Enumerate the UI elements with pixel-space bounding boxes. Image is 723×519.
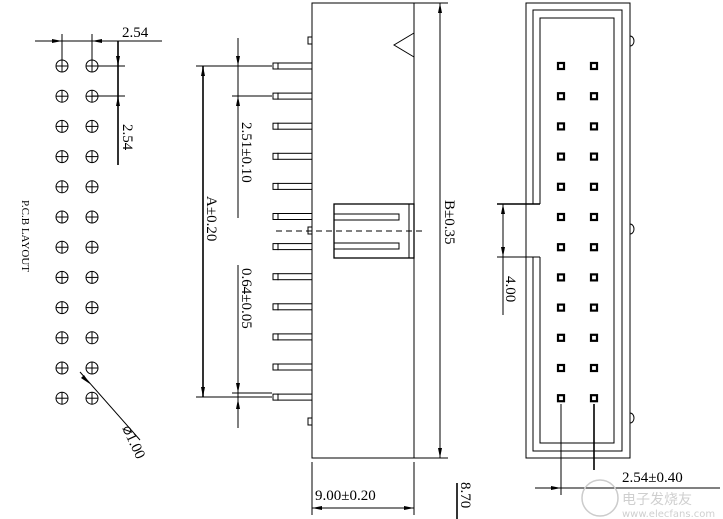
- top-pin: [556, 122, 566, 131]
- top-pin: [556, 61, 566, 71]
- top-pin: [589, 212, 599, 222]
- top-pin: [556, 92, 566, 101]
- pcb-hole: [85, 180, 99, 194]
- pin-width-label: 0.64±0.05: [238, 268, 254, 329]
- latch-bar: [333, 213, 400, 221]
- pcb-pitch-h-label: 2.54: [122, 25, 149, 41]
- pcb-pitch-v-label: 2.54: [119, 124, 135, 151]
- top-pin-pitch-label: 2.54±0.40: [622, 470, 683, 486]
- svg-text:电子发烧友: 电子发烧友: [622, 492, 692, 508]
- pin-length-label: 8.70: [457, 482, 473, 508]
- diameter-leader: [79, 371, 141, 441]
- pcb-hole: [55, 59, 69, 73]
- pcb-hole: [85, 210, 99, 224]
- body-tab: [307, 36, 313, 45]
- dim-arrows: [52, 3, 561, 510]
- side-pin: [272, 182, 313, 190]
- body-bump: [629, 35, 635, 47]
- pcb-hole: [85, 361, 99, 375]
- connector-body-top: [525, 2, 631, 459]
- pcb-hole: [55, 361, 69, 375]
- side-pin: [272, 62, 313, 70]
- top-pin: [589, 243, 599, 252]
- top-pin: [589, 303, 599, 312]
- pcb-hole: [55, 89, 69, 103]
- side-pin: [272, 273, 313, 281]
- top-pin: [589, 333, 599, 342]
- pcb-hole: [85, 331, 99, 345]
- top-pin: [589, 152, 599, 161]
- shroud-wall: [532, 9, 623, 452]
- latch-bar: [333, 242, 400, 250]
- side-pin: [272, 213, 313, 220]
- pcb-hole: [55, 301, 69, 315]
- top-pin: [556, 273, 566, 282]
- body-bump: [629, 223, 635, 235]
- watermark: 电子发烧友 www.elecfans.com: [581, 479, 715, 519]
- top-pins: [556, 61, 599, 403]
- body-length-label: B±0.35: [441, 200, 457, 245]
- key-width-label: 4.00: [502, 276, 518, 302]
- hole-diameter-label: ⌀1.00: [118, 423, 147, 462]
- top-pin: [556, 182, 566, 191]
- body-tab: [307, 226, 313, 235]
- pcb-layout-label: P.C.B LAYOUT: [19, 200, 31, 272]
- body-tab: [307, 417, 313, 426]
- pcb-hole: [55, 391, 69, 405]
- top-pin: [556, 303, 566, 312]
- pcb-hole: [85, 270, 99, 284]
- side-pin: [272, 393, 313, 401]
- pcb-hole: [85, 391, 99, 405]
- body-height-label: 9.00±0.20: [315, 488, 376, 504]
- top-pin: [589, 394, 599, 403]
- side-pin: [272, 152, 313, 160]
- top-pin: [589, 122, 599, 131]
- top-pin: [589, 363, 599, 373]
- body-bump: [629, 412, 635, 424]
- top-pin: [556, 333, 566, 342]
- top-pin: [556, 394, 566, 403]
- side-pin: [272, 303, 313, 311]
- top-pin: [556, 152, 566, 161]
- side-pin: [272, 92, 313, 100]
- top-pin: [589, 61, 599, 71]
- pcb-hole: [55, 150, 69, 164]
- side-pin: [272, 243, 313, 251]
- pcb-hole: [55, 270, 69, 284]
- pcb-hole: [85, 150, 99, 164]
- latch-window: [333, 203, 415, 259]
- pcb-hole: [55, 331, 69, 345]
- pcb-hole: [85, 301, 99, 315]
- pcb-hole: [85, 119, 99, 133]
- pcb-hole: [55, 210, 69, 224]
- pcb-hole-grid: [55, 59, 99, 405]
- side-pin: [272, 363, 313, 371]
- top-pin: [556, 363, 566, 373]
- pcb-hole: [55, 119, 69, 133]
- shroud-inner: [539, 17, 615, 444]
- pcb-hole: [55, 240, 69, 254]
- top-pin: [589, 92, 599, 101]
- side-pin: [272, 333, 313, 341]
- side-pin: [272, 122, 313, 130]
- top-pin: [556, 243, 566, 252]
- pcb-hole: [55, 180, 69, 194]
- top-pin: [589, 182, 599, 191]
- pin-pitch-label: 2.51±0.10: [238, 122, 254, 183]
- pcb-hole: [85, 240, 99, 254]
- top-pin: [589, 273, 599, 282]
- top-pin: [556, 212, 566, 222]
- side-pins: [272, 62, 313, 401]
- polarity-triangle: [393, 32, 415, 58]
- pin-span-label: A±0.20: [203, 196, 219, 241]
- svg-text:www.elecfans.com: www.elecfans.com: [622, 509, 715, 519]
